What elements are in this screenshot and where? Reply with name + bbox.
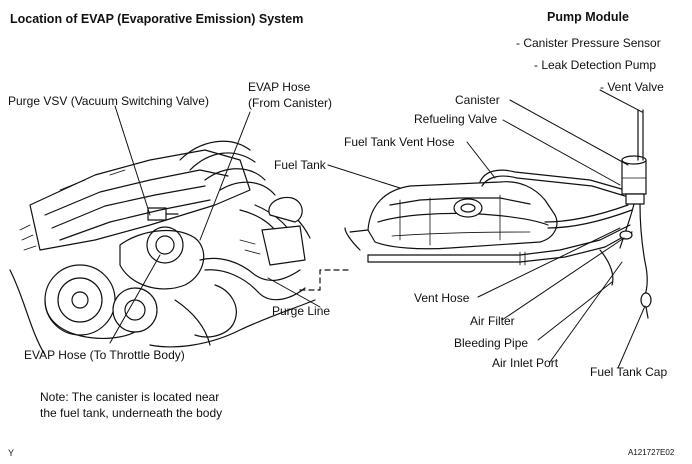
corner-marker: Y (8, 448, 15, 458)
pump-module-item-leak-pump: - Leak Detection Pump (534, 58, 657, 72)
note-line-2: the fuel tank, underneath the body (40, 406, 223, 420)
label-fuel-tank-vent-hose: Fuel Tank Vent Hose (344, 135, 455, 149)
canister-drawing (599, 109, 652, 319)
pump-module-item-vent-valve: - Vent Valve (600, 80, 664, 94)
label-vent-hose: Vent Hose (414, 291, 470, 305)
diagram-title: Location of EVAP (Evaporative Emission) … (10, 12, 304, 26)
label-fuel-tank-cap: Fuel Tank Cap (590, 365, 668, 379)
label-evap-hose-canister-sub: (From Canister) (248, 96, 333, 110)
label-refueling-valve: Refueling Valve (414, 112, 498, 126)
label-purge-vsv: Purge VSV (Vacuum Switching Valve) (8, 94, 209, 108)
label-fuel-tank: Fuel Tank (274, 158, 326, 172)
engine-bay-drawing (9, 140, 316, 356)
label-evap-hose-canister: EVAP Hose (248, 80, 311, 94)
fuel-tank-drawing (344, 169, 633, 266)
purge-line-path (299, 269, 351, 291)
pump-module-heading: Pump Module (547, 10, 629, 24)
label-canister: Canister (455, 93, 500, 107)
leader-lines (109, 89, 646, 369)
figure-code: A121727E02 (628, 448, 675, 457)
label-air-filter: Air Filter (470, 314, 515, 328)
label-bleeding-pipe: Bleeding Pipe (454, 336, 529, 350)
label-evap-hose-throttle: EVAP Hose (To Throttle Body) (24, 348, 185, 362)
label-air-inlet-port: Air Inlet Port (492, 356, 559, 370)
pump-module-item-pressure-sensor: - Canister Pressure Sensor (516, 36, 661, 50)
label-purge-line: Purge Line (272, 304, 331, 318)
note-line-1: Note: The canister is located near (40, 390, 220, 404)
